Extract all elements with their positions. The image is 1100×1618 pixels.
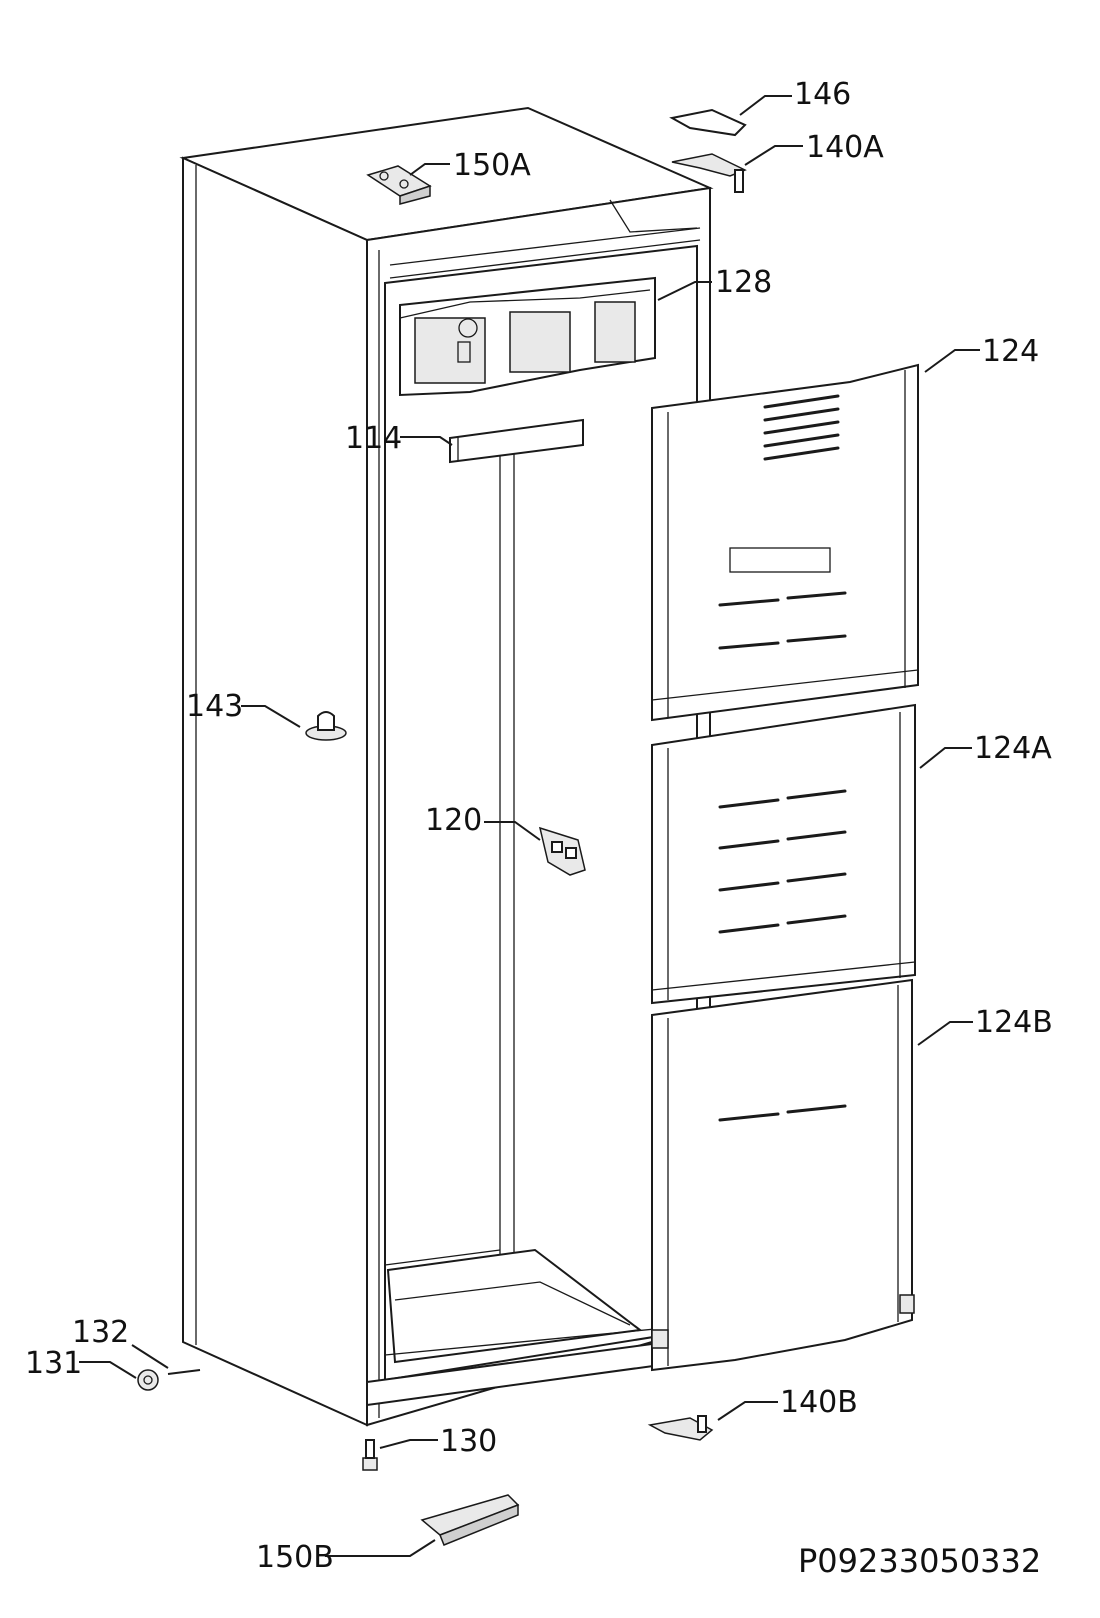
lower-hinge-140B [647, 1415, 714, 1441]
part-label-124: 124 [982, 334, 1039, 369]
control-housing-128 [399, 276, 656, 397]
part-label-146: 146 [794, 77, 851, 112]
hinge-bracket-120 [538, 826, 586, 876]
part-label-124A: 124A [974, 731, 1052, 766]
part-label-114: 114 [345, 421, 402, 456]
plug-143 [305, 711, 347, 741]
wheel-131 [137, 1369, 159, 1391]
part-label-140A: 140A [806, 130, 884, 165]
light-cover-114 [449, 418, 584, 464]
adjustable-foot-130 [362, 1439, 378, 1471]
door-124 [651, 363, 919, 722]
part-label-128: 128 [715, 265, 772, 300]
cabinet-body [179, 106, 714, 1427]
part-label-150A: 150A [453, 148, 531, 183]
axle-pin-132 [167, 1369, 201, 1375]
bottom-cover-150B [420, 1494, 520, 1546]
leader-lines [79, 95, 980, 1557]
part-label-131: 131 [25, 1346, 82, 1381]
part-label-130: 130 [440, 1424, 497, 1459]
door-124B [651, 978, 915, 1372]
part-label-143: 143 [186, 689, 243, 724]
upper-hinge-140A [671, 153, 747, 193]
part-label-150B: 150B [256, 1540, 334, 1575]
hinge-cover-146 [669, 108, 747, 137]
part-label-140B: 140B [780, 1385, 858, 1420]
part-label-132: 132 [72, 1315, 129, 1350]
part-label-124B: 124B [975, 1005, 1053, 1040]
drawing-code: P09233050332 [798, 1542, 1041, 1580]
top-cover-150A [366, 165, 432, 205]
door-124A [651, 703, 916, 1005]
part-label-120: 120 [425, 803, 482, 838]
